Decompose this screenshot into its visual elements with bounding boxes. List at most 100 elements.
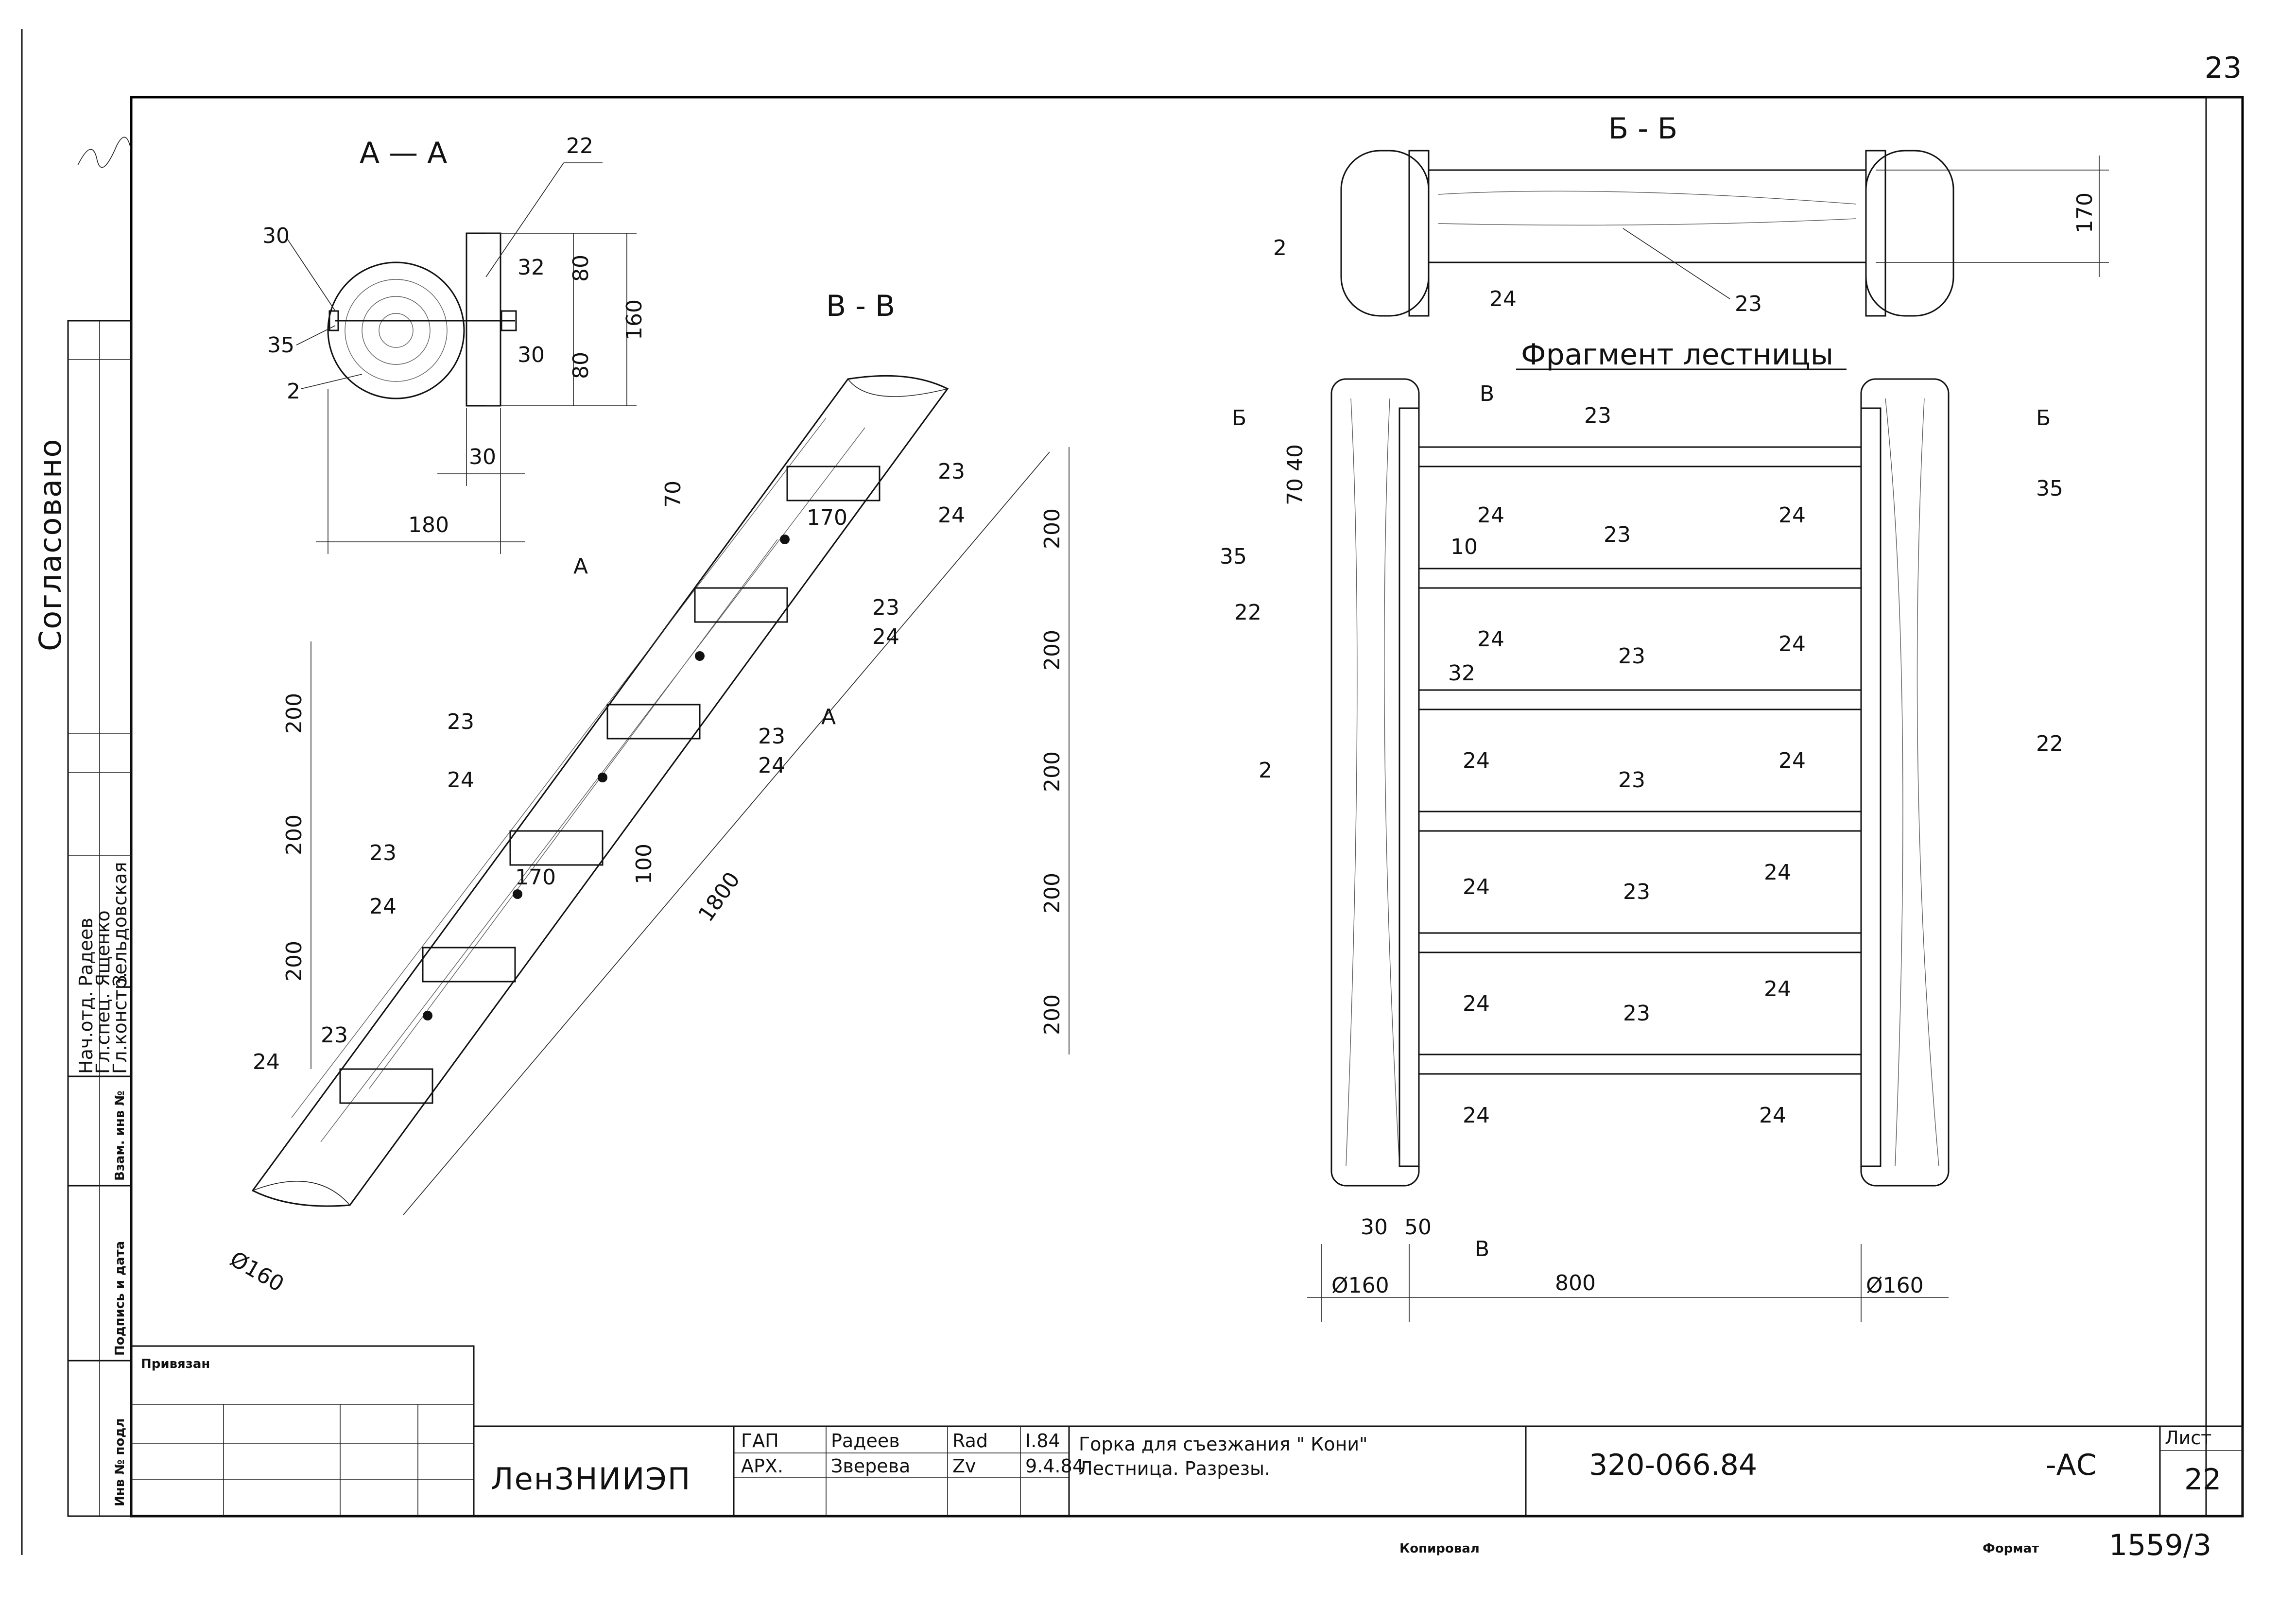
- label-24-fr6: 24: [1759, 1103, 1786, 1128]
- label-23-f6: 23: [1623, 1001, 1650, 1026]
- dim-line-1800: [403, 451, 1050, 1215]
- bb-right-log: [1865, 150, 1954, 317]
- document-mark: -АС: [2046, 1448, 2097, 1482]
- label-22-right: 22: [2036, 731, 2063, 756]
- leader-2-aa: [301, 374, 363, 389]
- label-22-left: 22: [1234, 600, 1261, 625]
- organization: ЛенЗНИИЭП: [491, 1461, 691, 1497]
- dim-phi160-right: Ø160: [1866, 1273, 1924, 1298]
- dim-phi160-v: Ø160: [226, 1246, 288, 1296]
- person-1-name: Радеев: [75, 917, 97, 986]
- left-log-grain: [1346, 398, 1400, 1167]
- dim-30: 30: [469, 445, 496, 469]
- person-3-role: Гл.констр.: [109, 972, 131, 1074]
- leader-30-top: [286, 238, 336, 311]
- label-23-f5: 23: [1623, 880, 1650, 904]
- label-23-v1: 23: [321, 1023, 348, 1048]
- stringer-grain: [291, 417, 865, 1142]
- label-24-fr2: 24: [1778, 632, 1806, 657]
- log-cross-section: [327, 261, 465, 399]
- dim-170-lower: 170: [515, 865, 556, 890]
- dim-200-right-1: 200: [1040, 508, 1065, 549]
- stringer-bottom-end: [252, 1180, 350, 1206]
- log-ring-3: [379, 313, 414, 348]
- bb-left-log: [1340, 150, 1430, 317]
- dim-170-upper: 170: [807, 505, 847, 530]
- stringer-top-end: [847, 379, 948, 397]
- dim-phi160-left: Ø160: [1331, 1273, 1389, 1298]
- stamp-date-2: 9.4.84: [1025, 1455, 1084, 1477]
- dim-40-f: 40: [1283, 444, 1308, 471]
- label-24-fl5: 24: [1463, 991, 1490, 1016]
- format-label: Формат: [1983, 1541, 2039, 1556]
- bolt-dot-5: [780, 535, 790, 544]
- tread-2: [422, 947, 516, 983]
- label-23-v5: 23: [872, 595, 899, 620]
- label-23-v3: 23: [447, 709, 474, 734]
- label-24-v2: 24: [369, 894, 397, 919]
- dim-100-v: 100: [632, 844, 656, 884]
- rung-3: [1418, 689, 1862, 710]
- inv-no-label: Инв № подл: [113, 1418, 127, 1506]
- dim-80-lower: 80: [569, 352, 593, 379]
- bolt-dot-1: [423, 1011, 432, 1020]
- leader-22-aa: [485, 162, 564, 277]
- label-23-bb: 23: [1735, 292, 1762, 316]
- stamp-role-2: АРХ.: [741, 1455, 783, 1477]
- label-35-left: 35: [1220, 544, 1247, 569]
- dim-160: 160: [622, 299, 647, 340]
- label-24-v1: 24: [253, 1050, 280, 1074]
- section-a-a: А — А 80 80 160 30 35 2 32 30 22 30 180: [262, 134, 647, 554]
- document-code: 320-066.84: [1589, 1448, 1757, 1482]
- label-30-right: 30: [518, 343, 545, 367]
- bb-tread: [1428, 169, 1867, 263]
- right-log-grain: [1885, 398, 1939, 1167]
- copied-label: Копировал: [1399, 1541, 1480, 1556]
- label-24-v4: 24: [758, 753, 785, 778]
- log-ring-2: [362, 296, 431, 365]
- fragment-title: Фрагмент лестницы: [1521, 338, 1833, 372]
- left-stringer-board: [1398, 407, 1420, 1167]
- dim-200-right-3: 200: [1040, 751, 1065, 792]
- tread-4: [606, 704, 701, 740]
- label-2-f: 2: [1259, 758, 1272, 783]
- section-b-b-title: Б - Б: [1608, 112, 1677, 146]
- label-22-aa: 22: [566, 134, 593, 158]
- bound-label: Привязан: [141, 1357, 210, 1371]
- section-a-a-title: А — А: [360, 136, 447, 170]
- label-23-f4: 23: [1618, 768, 1645, 793]
- approval-signature: [77, 137, 132, 168]
- stamp-date-1: I.84: [1025, 1430, 1060, 1451]
- bb-tread-grain: [1438, 190, 1857, 226]
- label-2-aa: 2: [287, 379, 300, 404]
- drawing-frame: [130, 96, 2244, 1518]
- label-24-v6: 24: [938, 503, 965, 528]
- label-35-right: 35: [2036, 476, 2063, 501]
- bolt-nut-right: [501, 310, 517, 331]
- format-value: 1559/3: [2109, 1528, 2211, 1562]
- dim-200-left-1: 200: [282, 693, 307, 734]
- dim-200-right-5: 200: [1040, 994, 1065, 1035]
- stamp-box: [473, 1425, 2244, 1517]
- dim-70-v: 70: [661, 481, 686, 508]
- label-24-fl6: 24: [1463, 1103, 1490, 1128]
- bolt-head-left: [328, 310, 339, 331]
- tread-1: [339, 1068, 433, 1104]
- label-24-fr1: 24: [1778, 503, 1806, 528]
- dim-200-left-2: 200: [282, 814, 307, 855]
- label-23-v6: 23: [938, 459, 965, 484]
- label-23-f2: 23: [1604, 522, 1631, 547]
- stamp-sign-1: Rad: [952, 1430, 988, 1451]
- person-1-role: Нач.отд.: [75, 991, 97, 1074]
- stamp-name-1: Радеев: [831, 1430, 900, 1451]
- bolt-dot-4: [695, 651, 705, 661]
- stamp-role-1: ГАП: [741, 1430, 779, 1451]
- person-2-role: Гл.спец.: [92, 993, 114, 1074]
- stamp-name-2: Зверева: [831, 1455, 910, 1477]
- right-log-rail: [1860, 378, 1950, 1187]
- cut-b-left: Б: [1232, 406, 1246, 431]
- label-23-v2: 23: [369, 841, 397, 865]
- label-24-fr5: 24: [1764, 977, 1791, 1002]
- leader-35: [296, 325, 336, 346]
